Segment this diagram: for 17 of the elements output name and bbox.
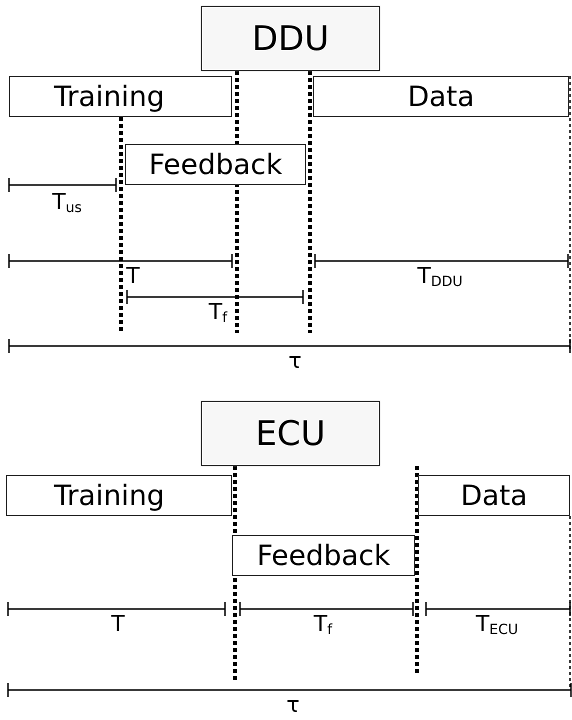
duration-label: T$_{ECU}$: [476, 614, 518, 637]
phase-box: Training: [9, 76, 232, 117]
duration-label: T: [126, 266, 140, 288]
duration-label: T$_{f}$: [208, 302, 228, 325]
duration-label: T$_{DDU}$: [417, 266, 463, 289]
duration-label: T: [111, 614, 125, 636]
duration-label: T$_{us}$: [52, 192, 82, 215]
phase-box: Data: [313, 76, 569, 117]
duration-label: τ: [288, 351, 302, 373]
phase-box: Training: [6, 475, 232, 516]
scheme-title-box: DDU: [201, 6, 380, 71]
duration-label: T$_{f}$: [314, 614, 332, 637]
duration-label: τ: [286, 695, 300, 717]
phase-box: Data: [418, 475, 570, 516]
scheme-title-box: ECU: [201, 401, 380, 466]
phase-box: Feedback: [125, 144, 306, 185]
phase-box: Feedback: [232, 535, 415, 576]
